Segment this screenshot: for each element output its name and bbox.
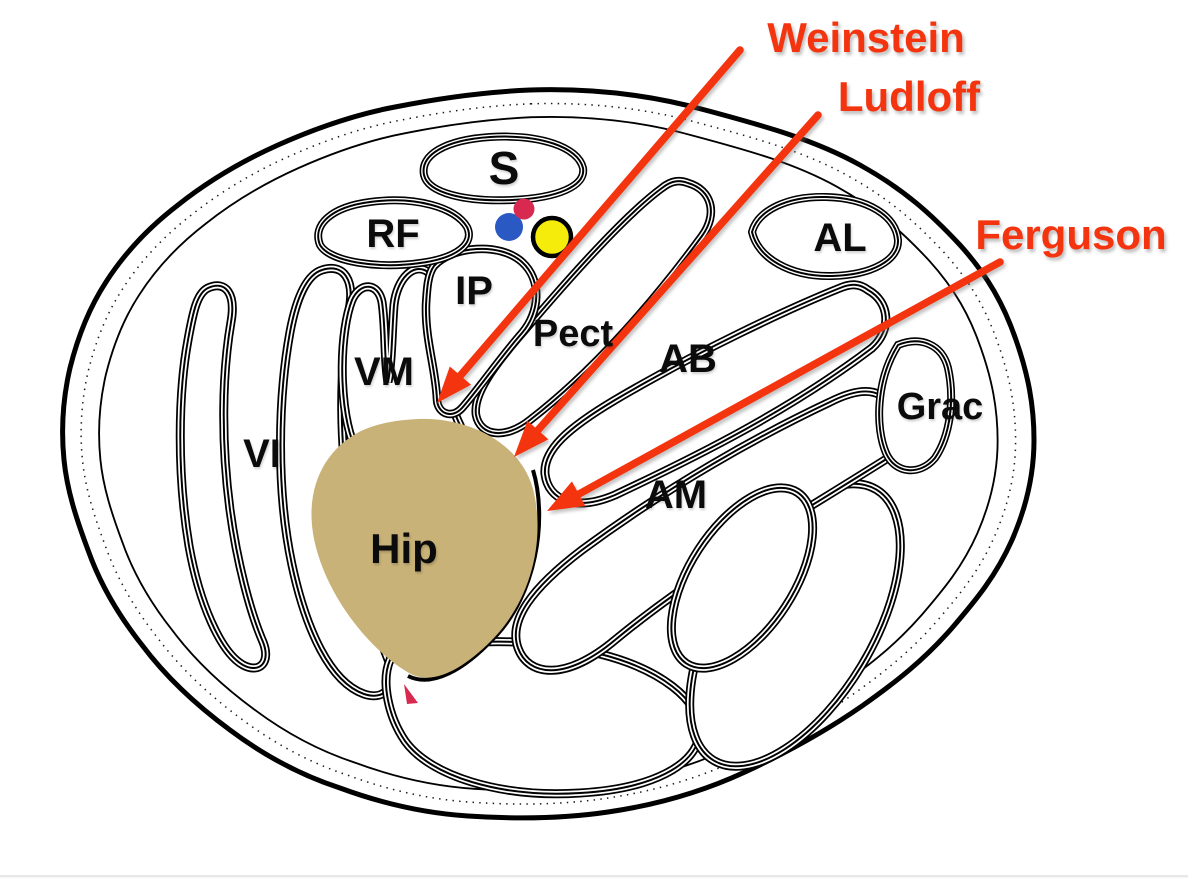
label-ab: AB <box>659 337 717 381</box>
blue-dot <box>495 213 523 241</box>
label-vm: VM <box>354 350 414 394</box>
label-al: AL <box>813 216 866 260</box>
ludloff-arrowhead <box>514 420 549 457</box>
yellow-dot <box>530 215 574 259</box>
weinstein-arrowhead <box>437 366 471 403</box>
label-vi: VI <box>243 432 281 476</box>
label-grac: Grac <box>897 386 984 428</box>
ludloff-arrow <box>514 111 822 457</box>
approach-label-weinstein: Weinstein <box>767 14 965 61</box>
ludloff-arrow-line <box>534 111 822 434</box>
approach-label-ludloff: Ludloff <box>838 73 981 120</box>
label-pect: Pect <box>533 313 614 355</box>
red-dot <box>513 198 535 220</box>
label-am: AM <box>645 473 707 517</box>
hip-region <box>311 418 538 678</box>
weinstein-arrow <box>437 46 744 403</box>
bottom-divider <box>0 875 1188 878</box>
ferguson-arrow-line <box>575 258 1004 498</box>
label-hip: Hip <box>370 525 438 572</box>
weinstein-arrow-line <box>456 46 744 380</box>
approach-label-ferguson: Ferguson <box>975 211 1166 258</box>
ferguson-arrow <box>547 258 1004 511</box>
label-ip: IP <box>455 269 493 313</box>
label-s: S <box>489 142 520 194</box>
label-rf: RF <box>366 212 419 256</box>
ferguson-arrowhead <box>547 481 586 511</box>
hip-inferior-red-sliver <box>404 684 418 704</box>
